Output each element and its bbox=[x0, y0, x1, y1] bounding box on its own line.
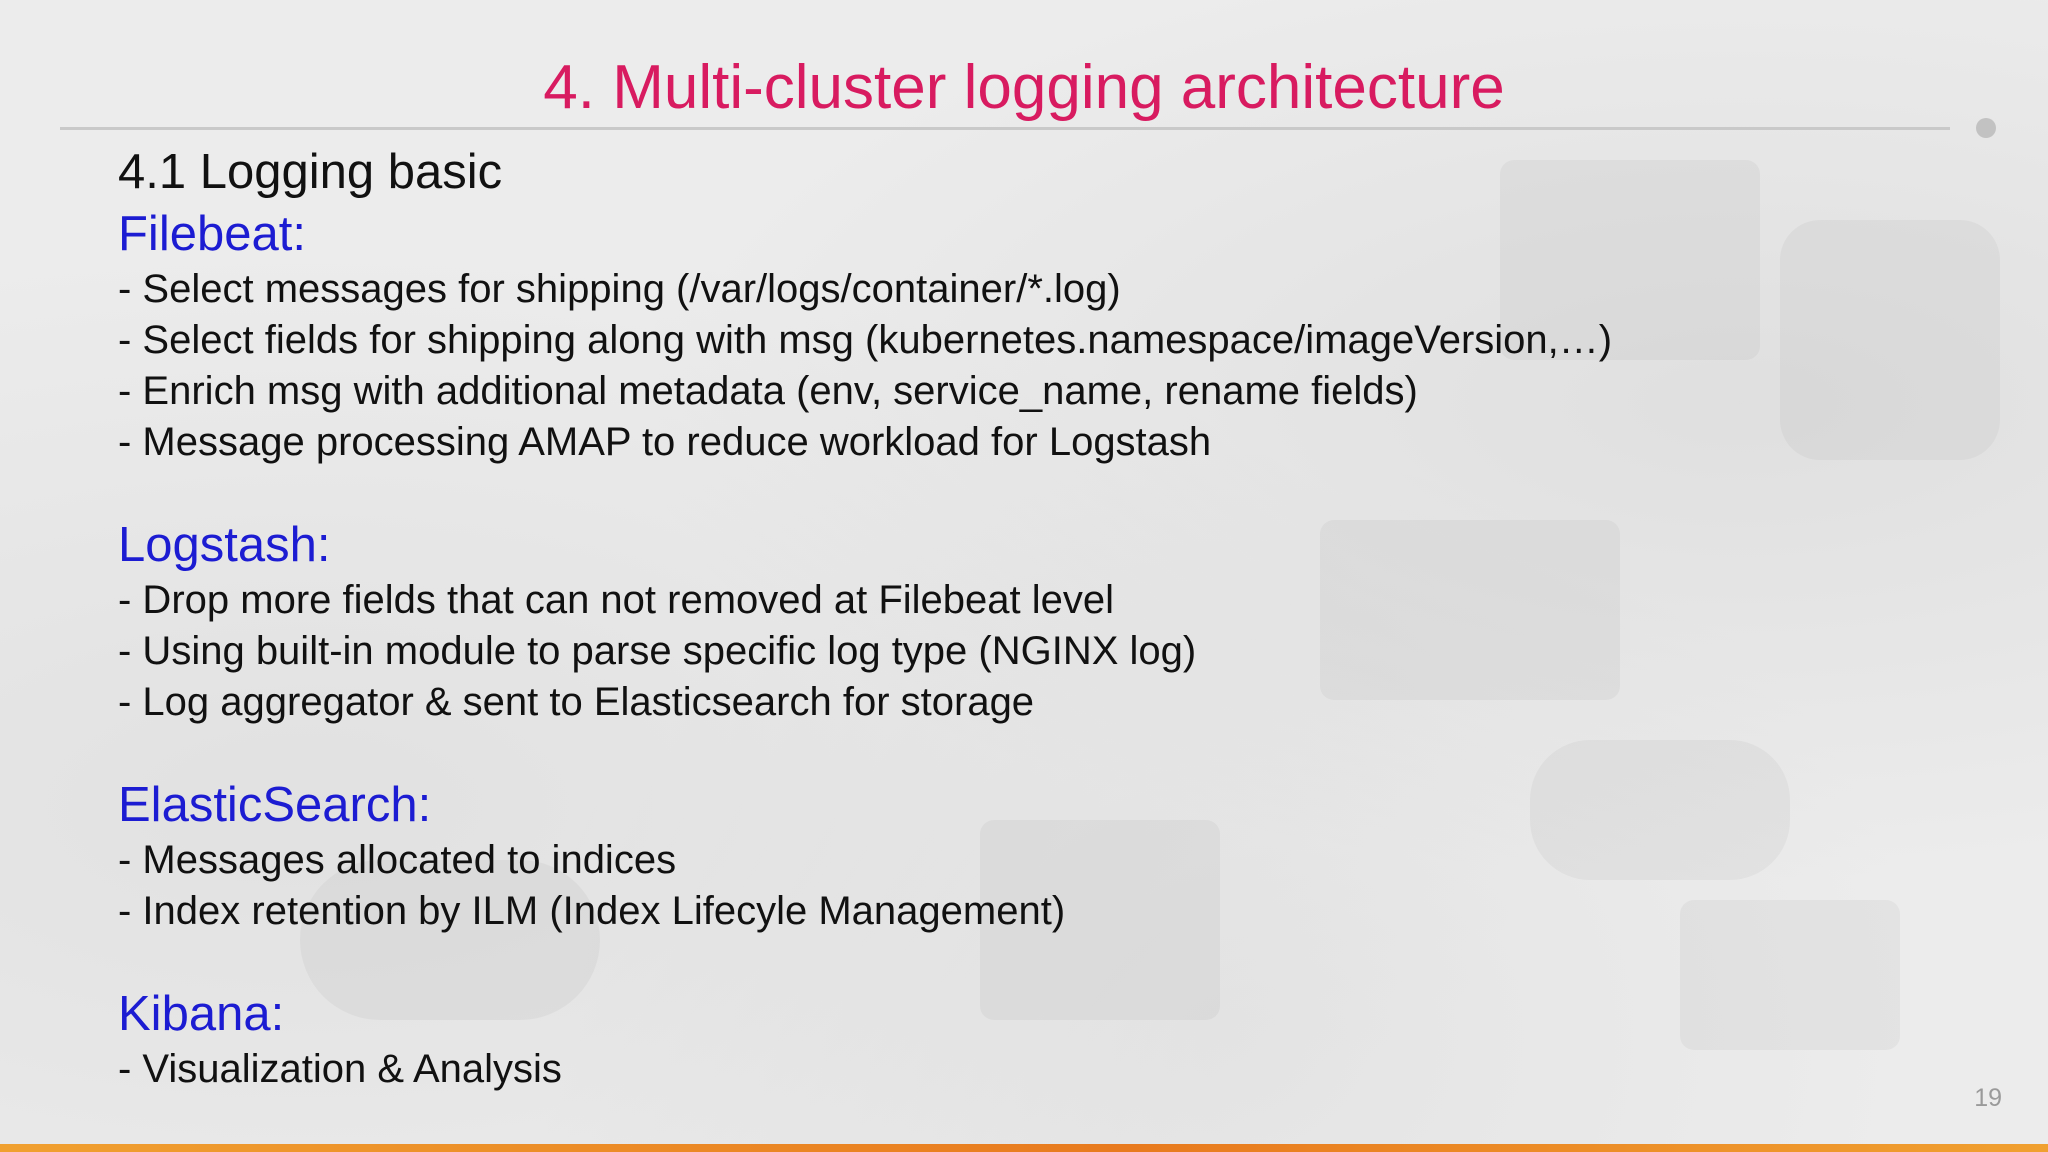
bullet-item: - Using built-in module to parse specifi… bbox=[118, 629, 1197, 673]
bullet-item: - Messages allocated to indices bbox=[118, 838, 677, 882]
section-spacer bbox=[118, 937, 1918, 984]
section-spacer bbox=[118, 728, 1918, 775]
bullet-item: - Message processing AMAP to reduce work… bbox=[118, 420, 1212, 464]
section-kibana: Kibana: - Visualization & Analysis bbox=[118, 984, 1918, 1095]
bullet-item: - Index retention by ILM (Index Lifecyle… bbox=[118, 889, 1066, 933]
slide-content: 4.1 Logging basic Filebeat: - Select mes… bbox=[118, 140, 1918, 1095]
section-logstash: Logstash: - Drop more fields that can no… bbox=[118, 515, 1918, 728]
bullet-item: - Select fields for shipping along with … bbox=[118, 318, 1613, 362]
bottom-accent-bar bbox=[0, 1144, 2048, 1152]
section-heading: ElasticSearch: bbox=[118, 778, 432, 832]
slide-subtitle: 4.1 Logging basic bbox=[118, 145, 503, 199]
bullet-item: - Log aggregator & sent to Elasticsearch… bbox=[118, 680, 1035, 724]
bullet-item: - Enrich msg with additional metadata (e… bbox=[118, 369, 1418, 413]
section-heading: Filebeat: bbox=[118, 207, 306, 261]
title-divider bbox=[60, 127, 1950, 130]
section-filebeat: Filebeat: - Select messages for shipping… bbox=[118, 204, 1918, 468]
divider-dot bbox=[1976, 118, 1996, 138]
slide-title: 4. Multi-cluster logging architecture bbox=[543, 53, 1505, 122]
bullet-item: - Drop more fields that can not removed … bbox=[118, 578, 1115, 622]
section-spacer bbox=[118, 468, 1918, 515]
section-elasticsearch: ElasticSearch: - Messages allocated to i… bbox=[118, 775, 1918, 937]
section-heading: Logstash: bbox=[118, 518, 331, 572]
page-number: 19 bbox=[1974, 1084, 2002, 1112]
bullet-item: - Select messages for shipping (/var/log… bbox=[118, 267, 1121, 311]
section-heading: Kibana: bbox=[118, 987, 285, 1041]
bullet-item: - Visualization & Analysis bbox=[118, 1047, 562, 1091]
